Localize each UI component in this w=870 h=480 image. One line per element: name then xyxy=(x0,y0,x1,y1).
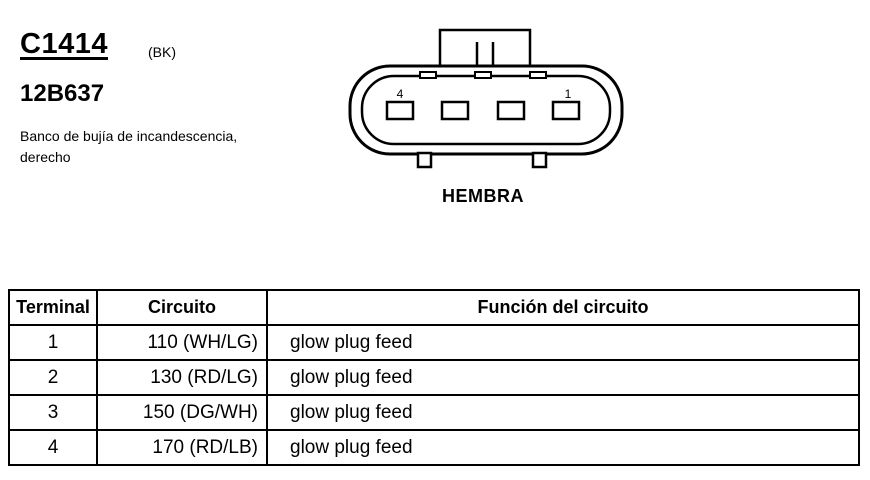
connector-description: Banco de bujía de incandescencia, derech… xyxy=(20,128,238,165)
pinout-table: Terminal Circuito Función del circuito 1… xyxy=(8,289,860,466)
header-terminal: Terminal xyxy=(8,289,98,326)
connector-tab xyxy=(474,71,492,79)
connector-tab xyxy=(529,71,547,79)
terminal-cavity-3 xyxy=(440,100,470,121)
terminal-cavity-1 xyxy=(551,100,581,121)
table-row: 4 170 (RD/LB) glow plug feed xyxy=(8,429,860,466)
cell-function: glow plug feed xyxy=(266,394,860,431)
part-number: 12B637 xyxy=(20,80,105,107)
connector-tab xyxy=(419,71,437,79)
connector-foot xyxy=(416,151,433,169)
connector-latch xyxy=(438,28,532,72)
header-function: Función del circuito xyxy=(266,289,860,326)
connector-id: C1414 xyxy=(20,28,108,60)
terminal-cavity-4 xyxy=(385,100,415,121)
color-code: (BK) xyxy=(148,44,176,60)
gender-label: HEMBRA xyxy=(442,186,524,206)
table-row: 1 110 (WH/LG) glow plug feed xyxy=(8,324,860,361)
cell-terminal: 2 xyxy=(8,359,98,396)
cell-terminal: 4 xyxy=(8,429,98,466)
table-row: 2 130 (RD/LG) glow plug feed xyxy=(8,359,860,396)
header-circuit: Circuito xyxy=(96,289,268,326)
cell-function: glow plug feed xyxy=(266,324,860,361)
connector-face-diagram: 4 1 xyxy=(348,28,624,169)
pin-label-left: 4 xyxy=(397,87,404,101)
cell-circuit: 150 (DG/WH) xyxy=(96,394,268,431)
terminal-cavity-2 xyxy=(496,100,526,121)
cell-function: glow plug feed xyxy=(266,429,860,466)
table-row: 3 150 (DG/WH) glow plug feed xyxy=(8,394,860,431)
connector-foot xyxy=(531,151,548,169)
cell-terminal: 1 xyxy=(8,324,98,361)
cell-function: glow plug feed xyxy=(266,359,860,396)
cell-circuit: 110 (WH/LG) xyxy=(96,324,268,361)
table-header-row: Terminal Circuito Función del circuito xyxy=(8,289,860,326)
cell-terminal: 3 xyxy=(8,394,98,431)
cell-circuit: 130 (RD/LG) xyxy=(96,359,268,396)
pin-label-right: 1 xyxy=(565,87,572,101)
connector-body-outer xyxy=(348,64,624,156)
cell-circuit: 170 (RD/LB) xyxy=(96,429,268,466)
